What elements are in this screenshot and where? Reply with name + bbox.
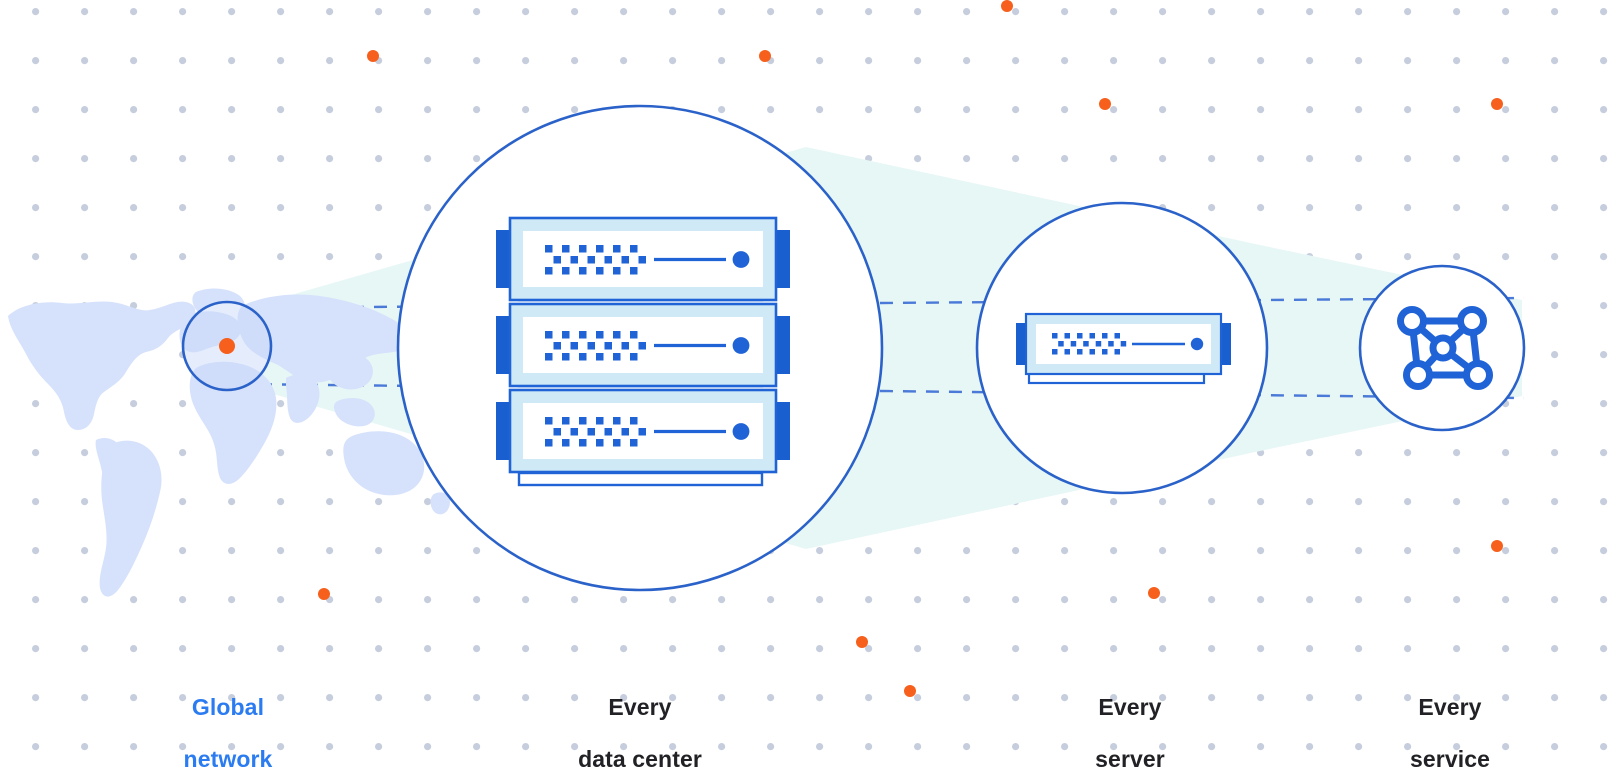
network-graph-nodes <box>1397 306 1493 390</box>
accent-dots <box>318 0 1503 697</box>
stage-label-line2: data center <box>578 746 702 772</box>
single-server-unit <box>1014 312 1233 385</box>
rack-unit <box>494 216 792 302</box>
stage-label-line2: service <box>1410 746 1490 772</box>
rack-unit <box>494 388 792 474</box>
map-location-pin <box>219 338 235 354</box>
stage-circle-global-network <box>181 300 273 392</box>
stage-label-line2: network <box>183 746 273 772</box>
stage-label-global-network: Global network <box>128 668 328 772</box>
stage-label-line2: server <box>1095 746 1165 772</box>
stage-label-every-server: Every server <box>1030 668 1230 772</box>
stage-label-line1: Every <box>1098 694 1162 720</box>
stage-label-every-service: Every service <box>1350 668 1550 772</box>
server-rack-stack <box>494 216 792 487</box>
world-map <box>8 288 450 597</box>
stage-label-every-data-center: Every data center <box>540 668 740 772</box>
stage-label-line1: Every <box>1418 694 1482 720</box>
rack-unit <box>494 302 792 388</box>
stage-label-line1: Global <box>191 694 265 720</box>
stage-label-line1: Every <box>608 694 672 720</box>
